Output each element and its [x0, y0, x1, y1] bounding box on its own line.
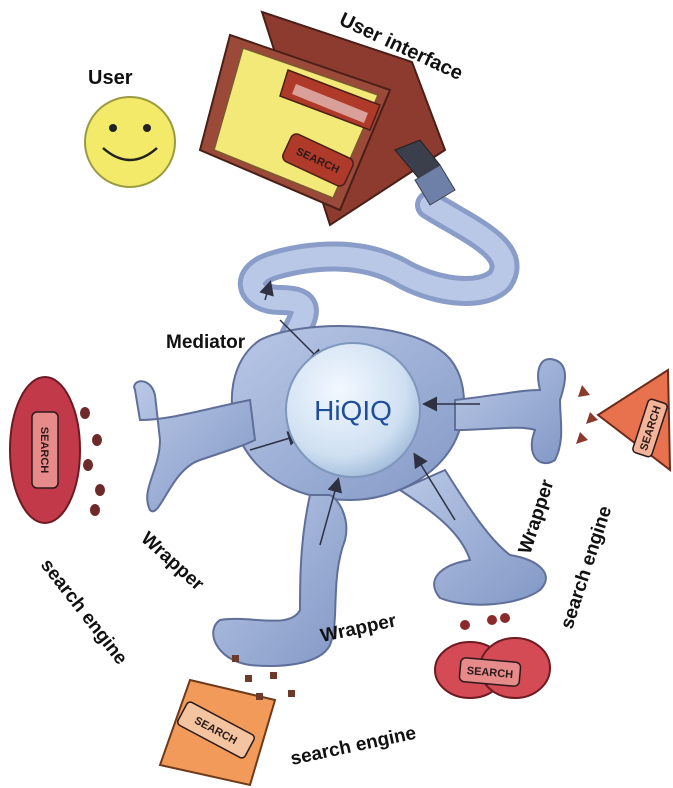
user-smiley	[85, 97, 175, 187]
mediator-label: Mediator	[166, 332, 246, 353]
search-engine-left: SEARCH	[10, 377, 105, 523]
search-engine-bottom-left: SEARCH	[160, 655, 295, 785]
search-engine-left-label: search engine	[36, 555, 131, 669]
smiley-face-icon	[85, 97, 175, 187]
search-engine-bottom-right: SEARCH	[435, 613, 550, 698]
left-engine-search-button[interactable]: SEARCH	[38, 427, 50, 474]
wrapper-right-label: Wrapper	[515, 477, 559, 557]
search-engine-bottom-label: search engine	[289, 723, 418, 770]
hiqiq-sphere: HiQIQ	[286, 343, 420, 477]
wrapper-left-label: Wrapper	[137, 528, 209, 595]
search-engine-right: SEARCH	[576, 370, 670, 470]
search-engine-right-label: search engine	[557, 504, 616, 632]
user-label: User	[88, 67, 133, 89]
hiqiq-label: HiQIQ	[314, 395, 392, 426]
